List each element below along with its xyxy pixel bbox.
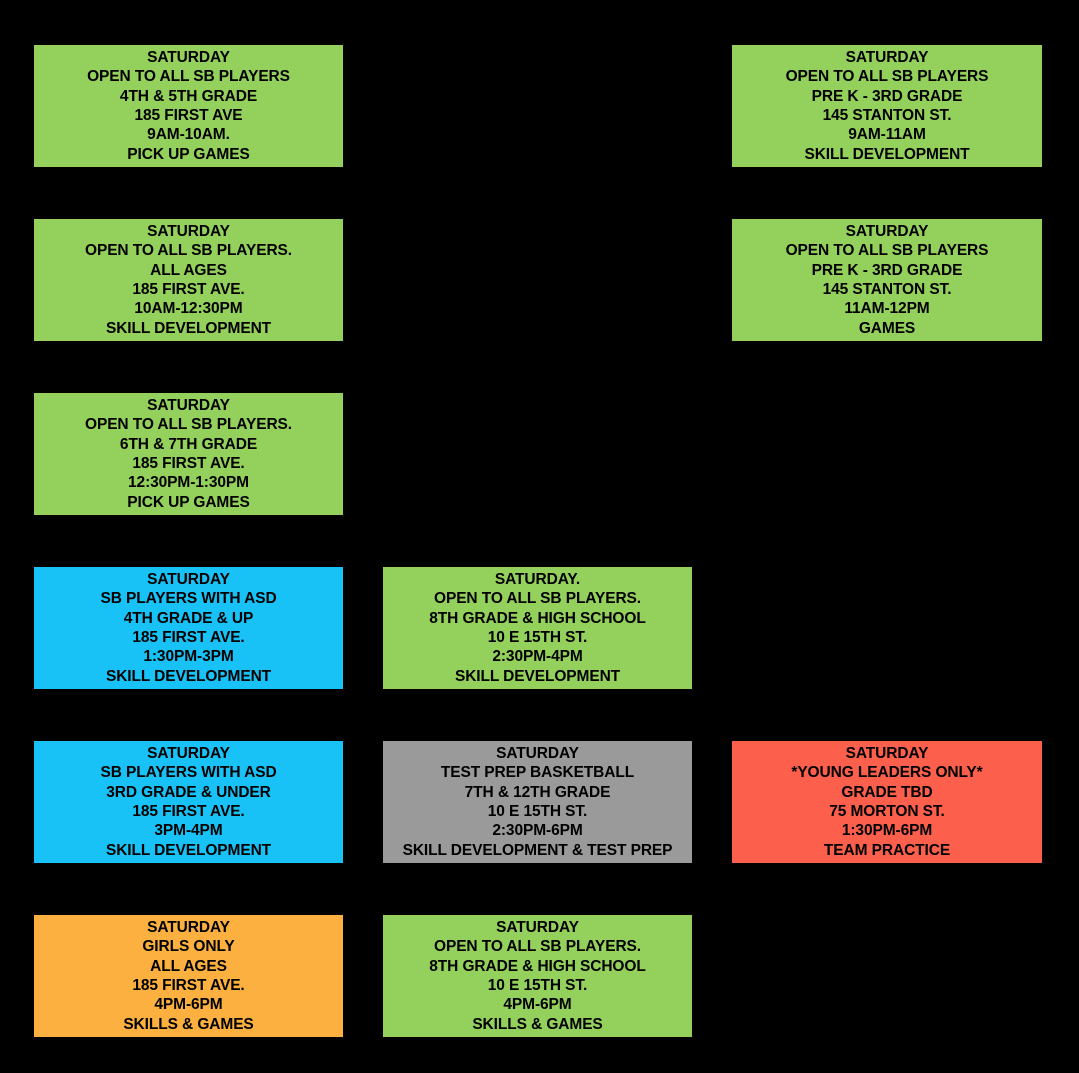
card-line-day: SATURDAY — [845, 744, 929, 762]
card-line-time: 2:30PM-4PM — [492, 648, 583, 666]
schedule-card-empty — [383, 219, 692, 341]
card-line-location: 185 FIRST AVE — [134, 107, 243, 124]
card-line-audience: OPEN TO ALL SB PLAYERS. — [434, 590, 641, 608]
card-line-audience: OPEN TO ALL SB PLAYERS — [87, 68, 290, 86]
card-line-day: SATURDAY — [845, 48, 929, 66]
card-line-location: 185 FIRST AVE. — [132, 455, 245, 472]
card-line-audience: OPEN TO ALL SB PLAYERS — [785, 242, 989, 260]
card-line-time: 12:30PM-1:30PM — [128, 474, 249, 492]
card-line-location: 10 E 15TH ST. — [487, 977, 588, 994]
schedule-card-empty — [732, 567, 1042, 689]
card-line-time: 4PM-6PM — [154, 996, 223, 1014]
card-line-grade: ALL AGES — [150, 261, 227, 279]
card-line-time: 11AM-12PM — [844, 300, 930, 318]
card-line-day: SATURDAY — [496, 744, 579, 762]
card-line-day: SATURDAY — [147, 570, 230, 588]
card-line-location: 185 FIRST AVE. — [132, 977, 245, 994]
schedule-card-empty — [383, 393, 692, 515]
card-line-time: 10AM-12:30PM — [134, 300, 243, 318]
card-line-audience: TEST PREP BASKETBALL — [440, 764, 635, 782]
card-line-audience: SB PLAYERS WITH ASD — [100, 590, 277, 608]
card-line-location: 185 FIRST AVE. — [132, 281, 245, 298]
card-line-grade: PRE K - 3RD GRADE — [811, 87, 963, 105]
card-line-grade: PRE K - 3RD GRADE — [811, 261, 963, 279]
card-line-day: SATURDAY — [147, 918, 230, 936]
card-line-location: 75 MORTON ST. — [829, 803, 945, 820]
schedule-card-empty — [732, 393, 1042, 515]
card-line-grade: 6TH & 7TH GRADE — [119, 435, 258, 453]
card-line-location: 145 STANTON ST. — [822, 107, 952, 124]
card-line-audience: GIRLS ONLY — [142, 938, 235, 956]
card-line-location: 185 FIRST AVE. — [132, 803, 245, 820]
card-line-time: 4PM-6PM — [503, 996, 572, 1014]
card-line-time: 2:30PM-6PM — [492, 822, 583, 840]
schedule-card[interactable]: SATURDAY OPEN TO ALL SB PLAYERS.ALL AGES 1… — [34, 219, 343, 341]
card-line-grade: 7TH & 12TH GRADE — [464, 783, 611, 801]
card-line-day: SATURDAY — [147, 744, 230, 762]
card-line-audience: OPEN TO ALL SB PLAYERS. — [434, 938, 641, 956]
card-line-grade: 4TH GRADE & UP — [123, 609, 254, 627]
card-line-activity: SKILL DEVELOPMENT — [105, 319, 272, 337]
card-line-activity: SKILLS & GAMES — [472, 1015, 603, 1033]
schedule-card[interactable]: SATURDAY OPEN TO ALL SB PLAYERS.8TH GRADE… — [383, 915, 692, 1037]
card-line-audience: SB PLAYERS WITH ASD — [100, 764, 277, 782]
card-line-time: 3PM-4PM — [154, 822, 223, 840]
card-line-location: 10 E 15TH ST. — [487, 803, 588, 820]
card-line-grade: 3RD GRADE & UNDER — [106, 783, 271, 801]
card-line-grade: 8TH GRADE & HIGH SCHOOL — [429, 957, 646, 975]
schedule-card[interactable]: SATURDAY *YOUNG LEADERS ONLY*GRADE TBD 75 … — [732, 741, 1042, 863]
card-line-time: 1:30PM-6PM — [841, 822, 933, 840]
card-line-activity: TEAM PRACTICE — [823, 841, 951, 859]
schedule-card[interactable]: SATURDAY. OPEN TO ALL SB PLAYERS.8TH GRAD… — [383, 567, 692, 689]
card-line-activity: SKILL DEVELOPMENT — [454, 667, 621, 685]
card-line-audience: OPEN TO ALL SB PLAYERS — [785, 68, 989, 86]
card-line-day: SATURDAY — [147, 48, 230, 66]
card-line-activity: SKILL DEVELOPMENT — [105, 667, 272, 685]
card-line-grade: GRADE TBD — [841, 783, 933, 801]
card-line-grade: ALL AGES — [150, 957, 227, 975]
card-line-day: SATURDAY — [496, 918, 579, 936]
card-line-day: SATURDAY — [845, 222, 929, 240]
card-line-audience: OPEN TO ALL SB PLAYERS. — [85, 242, 292, 260]
card-line-day: SATURDAY. — [494, 570, 581, 588]
card-line-activity: PICK UP GAMES — [127, 145, 250, 163]
card-line-location: 185 FIRST AVE. — [132, 629, 245, 646]
schedule-card[interactable]: SATURDAY OPEN TO ALL SB PLAYERS.6TH & 7TH… — [34, 393, 343, 515]
schedule-card-empty — [383, 45, 692, 167]
card-line-activity: SKILL DEVELOPMENT — [105, 841, 272, 859]
card-line-time: 9AM-10AM. — [147, 126, 230, 144]
card-line-time: 1:30PM-3PM — [143, 648, 234, 666]
card-line-activity: SKILLS & GAMES — [123, 1015, 254, 1033]
card-line-grade: 4TH & 5TH GRADE — [119, 87, 258, 105]
card-line-audience: *YOUNG LEADERS ONLY* — [791, 764, 983, 782]
card-line-activity: PICK UP GAMES — [127, 493, 250, 511]
schedule-card-empty — [732, 915, 1042, 1037]
card-line-day: SATURDAY — [147, 396, 230, 414]
card-line-activity: GAMES — [858, 319, 916, 337]
card-line-location: 10 E 15TH ST. — [487, 629, 588, 646]
card-line-audience: OPEN TO ALL SB PLAYERS. — [85, 416, 292, 434]
card-line-location: 145 STANTON ST. — [822, 281, 952, 298]
card-line-time: 9AM-11AM — [848, 126, 926, 144]
card-line-activity: SKILL DEVELOPMENT & TEST PREP — [402, 841, 673, 859]
card-line-grade: 8TH GRADE & HIGH SCHOOL — [429, 609, 646, 627]
card-line-day: SATURDAY — [147, 222, 230, 240]
card-line-activity: SKILL DEVELOPMENT — [804, 145, 970, 163]
